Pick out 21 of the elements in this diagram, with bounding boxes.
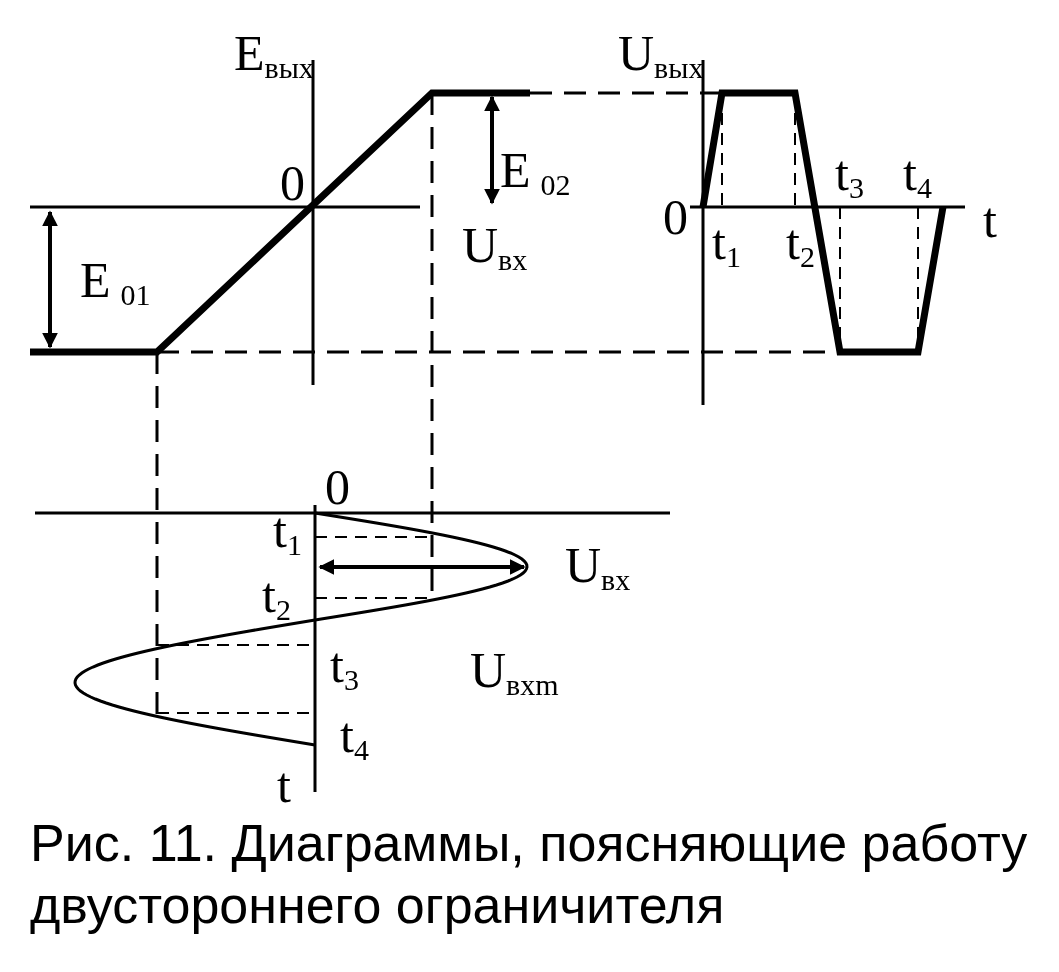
axis-label: t (277, 760, 291, 810)
amplitude-label: E$_{02}$ (500, 145, 571, 200)
axis-label: E$_{вых}$ (234, 28, 314, 83)
axis-label: U$_{вых}$ (618, 28, 704, 83)
origin-label: 0 (663, 192, 688, 242)
origin-label: 0 (325, 462, 350, 512)
time-label: t$_{3}$ (835, 148, 864, 203)
amplitude-label: E$_{01}$ (80, 255, 151, 310)
figure-caption: Рис. 11. Диаграммы, поясняющие работу двустороннего ограничителя (30, 813, 1029, 937)
time-label: t$_{1}$ (273, 505, 302, 560)
time-label: t$_{1}$ (712, 217, 741, 272)
time-label: t$_{4}$ (340, 710, 369, 765)
origin-label: 0 (280, 158, 305, 208)
time-label: t$_{2}$ (786, 217, 815, 272)
axis-label: U$_{вх}$ (565, 540, 631, 595)
time-label: t$_{4}$ (903, 148, 932, 203)
time-label: t$_{2}$ (262, 570, 291, 625)
axis-label: U$_{вх}$ (462, 220, 528, 275)
time-label: t$_{3}$ (330, 640, 359, 695)
amplitude-label: U$_{вхm}$ (470, 645, 559, 700)
axis-label: t (983, 195, 997, 245)
